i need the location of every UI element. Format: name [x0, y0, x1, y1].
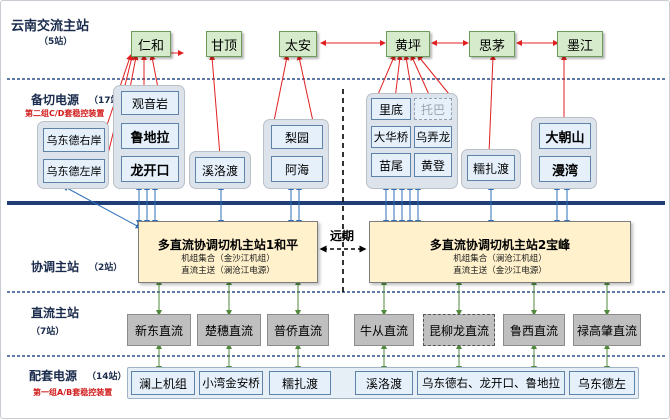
ac-station-simao: 思茅	[469, 31, 515, 57]
ac-station-taian: 太安	[279, 31, 317, 57]
dc-station-xindong: 新东直流	[127, 314, 191, 346]
support-station-xiaowan-jinanqiao: 小湾金安桥	[199, 371, 263, 395]
support-station-lanshang: 澜上机组	[131, 371, 195, 395]
ac-station-renhe: 仁和	[131, 31, 171, 57]
dc-station-kunliulong: 昆柳龙直流	[423, 314, 495, 346]
dc-station-chusui: 楚穗直流	[197, 314, 261, 346]
ac-station-ganding: 甘顶	[206, 31, 242, 57]
support-station-nuozhadu: 糯扎渡	[269, 371, 331, 395]
band-backup-title: 备切电源	[31, 93, 80, 107]
dc-station-niucong: 牛从直流	[354, 314, 414, 346]
backup-station-guanyinyan: 观音岩	[121, 91, 179, 115]
backup-station-huangdeng: 黄登	[414, 153, 452, 177]
coord-station-heping-line1: 机组集合（金沙江机组）	[181, 254, 275, 264]
band-support-title: 配套电源	[29, 369, 78, 383]
coord-station-baofeng: 多直流协调切机主站2宝峰 机组集合（澜沧江机组） 直流主送（金沙江电源）	[369, 221, 631, 283]
backup-station-ahai: 阿海	[271, 156, 323, 182]
coord-station-heping: 多直流协调切机主站1和平 机组集合（金沙江机组） 直流主送（澜沧江电源）	[138, 221, 318, 283]
backup-station-wudongde-left: 乌东德左岸	[43, 159, 105, 183]
band-support-note: 第一组A/B套稳控装置	[33, 388, 113, 397]
band-ac-main-count: （5站）	[39, 37, 73, 47]
dc-station-lugaozhao: 禄高肇直流	[573, 314, 641, 346]
backup-station-miaowei: 苗尾	[371, 153, 411, 177]
backup-station-wudongde-right: 乌东德右岸	[43, 128, 105, 152]
backup-station-liyuan: 梨园	[271, 125, 323, 149]
band-coord-count: （2站）	[89, 263, 123, 273]
band-dc-main-title: 直流主站	[31, 306, 80, 320]
band-dc-main-count: （7站）	[31, 327, 65, 337]
backup-station-nuozhadu: 糯扎渡	[467, 155, 515, 181]
support-station-wudongde-right-group: 乌东德右、龙开口、鲁地拉	[417, 371, 565, 395]
backup-station-wunonglong: 乌弄龙	[414, 126, 452, 148]
coord-station-baofeng-line1: 机组集合（澜沧江机组）	[453, 254, 547, 264]
dc-station-luxi: 鲁西直流	[503, 314, 565, 346]
backup-station-manwan: 漫湾	[539, 156, 591, 182]
backup-station-tuoba: 托巴	[414, 98, 452, 120]
band-support-count: （14站）	[87, 372, 127, 382]
ac-station-mojiang: 墨江	[557, 31, 603, 57]
dc-station-puqiao: 普侨直流	[267, 314, 329, 346]
band-ac-main-title: 云南交流主站	[11, 19, 90, 34]
band-backup-note: 第二组C/D套稳控装置	[25, 109, 105, 118]
backup-station-longkaikou: 龙开口	[121, 156, 179, 182]
coord-station-heping-line2: 直流主送（澜沧江电源）	[181, 266, 275, 276]
far-term-label: 远期	[330, 229, 355, 243]
backup-station-ludila: 鲁地拉	[121, 123, 179, 149]
backup-station-dachaoshan: 大朝山	[539, 123, 591, 149]
backup-station-lidi: 里底	[371, 98, 411, 120]
coord-station-heping-title: 多直流协调切机主站1和平	[157, 238, 299, 252]
backup-station-dahuaqiao: 大华桥	[371, 126, 411, 148]
coord-station-baofeng-title: 多直流协调切机主站2宝峰	[429, 238, 571, 252]
backup-station-xiluodu: 溪洛渡	[195, 157, 245, 183]
ac-station-huangping: 黄坪	[386, 31, 430, 57]
support-station-wudongde-left: 乌东德左	[569, 371, 635, 395]
band-coord-title: 协调主站	[31, 260, 80, 274]
support-station-xiluodu: 溪洛渡	[355, 371, 413, 395]
coord-station-baofeng-line2: 直流主送（金沙江电源）	[453, 266, 547, 276]
